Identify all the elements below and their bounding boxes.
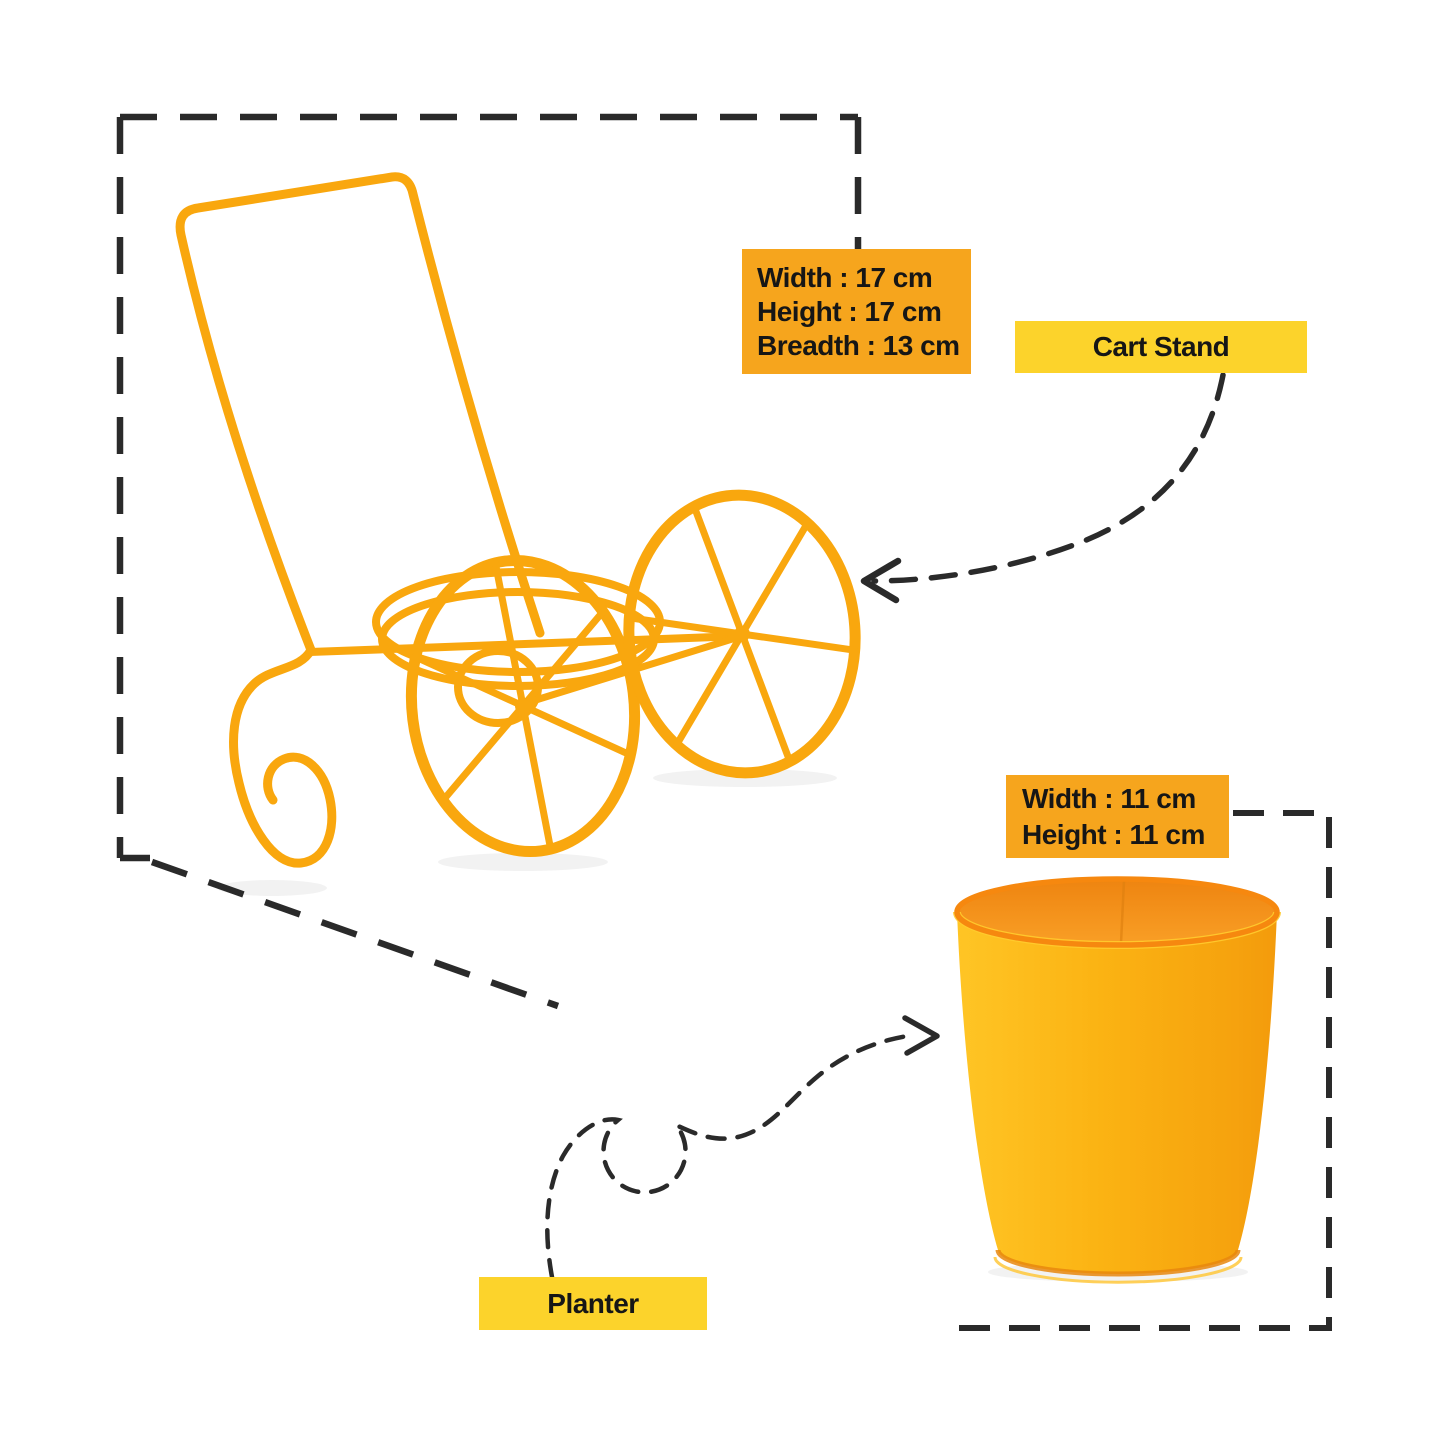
cart-dashed-outline (116, 113, 862, 1010)
planter-seam (1119, 880, 1126, 944)
planter-body (957, 912, 1277, 1274)
arrow-to-planter (545, 1015, 940, 1280)
cart-width-text: Width : 17 cm (757, 261, 933, 293)
cart-breadth-text: Breadth : 13 cm (757, 329, 960, 361)
planter-bottom-edge (995, 1249, 1241, 1277)
planter-bottom-highlight (993, 1256, 1243, 1284)
cart-handle-frame (175, 172, 545, 655)
arrowhead-left-icon (860, 557, 902, 604)
arrowhead-right-icon (902, 1015, 940, 1056)
planter-width-text: Width : 11 cm (1022, 782, 1196, 814)
planter-dimensions-box: Width : 11 cm Height : 11 cm (1006, 775, 1229, 858)
planter-label-badge: Planter (479, 1277, 707, 1330)
planter-photo (953, 876, 1281, 1284)
cart-stand-photo (175, 172, 861, 868)
planter-dashed-outline (956, 810, 1332, 1331)
planter-opening (957, 879, 1277, 945)
cart-stand-label-text: Cart Stand (1092, 331, 1230, 362)
planter-rim (954, 876, 1280, 948)
planter-height-text: Height : 11 cm (1022, 818, 1205, 850)
planter-label-text: Planter (547, 1287, 639, 1319)
cart-front-wheel (405, 554, 641, 858)
cart-stand-dimensions-box: Width : 17 cm Height : 17 cm Breadth : 1… (742, 249, 971, 374)
cart-rear-wheel (623, 489, 861, 779)
cart-stand-label-badge: Cart Stand (1015, 321, 1307, 373)
cart-height-text: Height : 17 cm (757, 295, 942, 327)
arrow-to-cart-stand (860, 372, 1226, 604)
cart-spiral-foot (229, 645, 337, 868)
cart-base-bar (306, 632, 746, 656)
